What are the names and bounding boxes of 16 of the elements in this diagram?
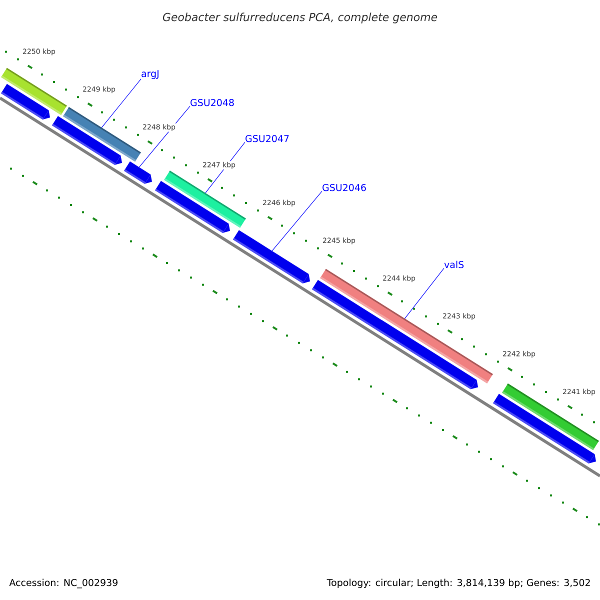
footer-text: Topology: circular; Length: 3,814,139 bp; Genes: 3,502 (326, 578, 590, 588)
leader-line (272, 190, 322, 252)
gene-block (232, 230, 310, 284)
gene-block (492, 394, 596, 464)
gene-label: valS (444, 260, 464, 268)
gene-label: GSU2048 (190, 98, 234, 106)
gene-block (154, 180, 230, 234)
gene-label: GSU2047 (246, 134, 289, 142)
leader-line (404, 268, 444, 319)
footer-text: Accession: NC_002939 (9, 578, 118, 588)
gene-block (124, 161, 152, 184)
gene-label: argJ (142, 70, 158, 79)
title: Geobacter sulfurreducens PCA, complete genome (162, 12, 438, 24)
gene-block (52, 116, 122, 166)
gene-label: GSU2046 (322, 184, 366, 192)
gene-block (0, 84, 50, 120)
